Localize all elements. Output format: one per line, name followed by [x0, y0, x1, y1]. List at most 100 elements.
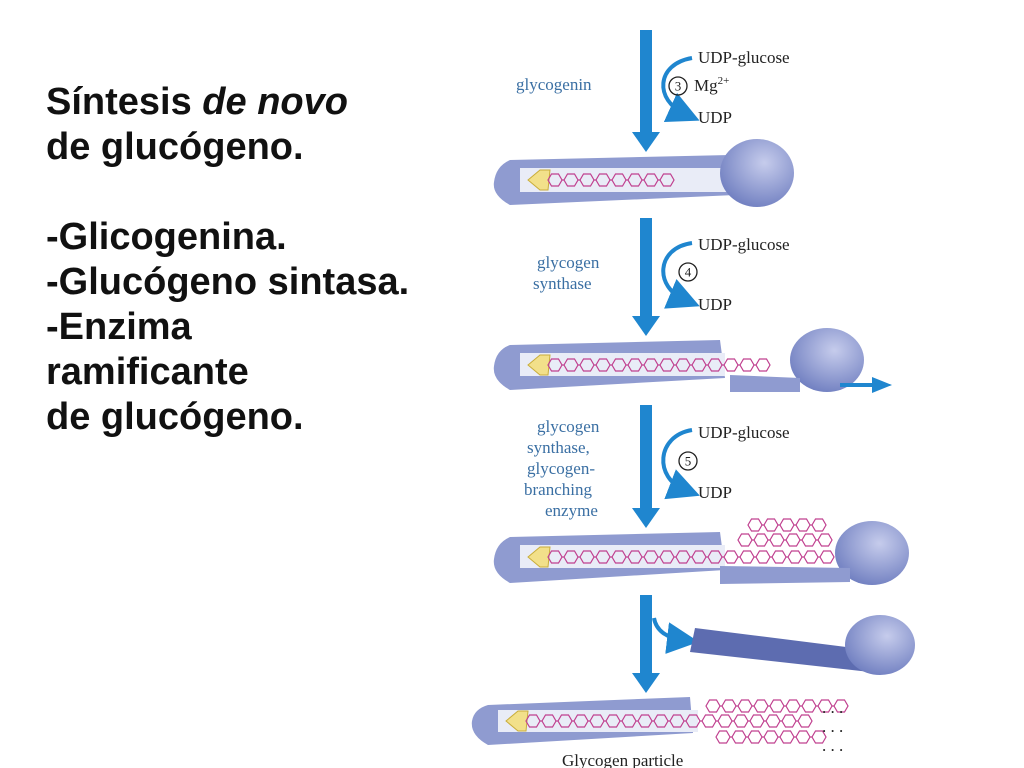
glucose-unit — [747, 730, 763, 744]
synthase-arm — [730, 375, 800, 392]
slide-title-line-2: de glucógeno. — [46, 126, 304, 168]
glucose-unit — [803, 550, 819, 564]
glucose-unit — [737, 699, 753, 713]
branch-chain — [747, 518, 827, 532]
product-label: UDP — [698, 483, 732, 502]
product-label: UDP — [698, 295, 732, 314]
glucose-unit — [811, 518, 827, 532]
list-item-enzyme: -Enzima — [46, 306, 192, 348]
glucose-unit — [721, 699, 737, 713]
title-text: Síntesis — [46, 81, 203, 123]
step-5: glycogen synthase, glycogen- branching e… — [493, 405, 909, 585]
glucose-unit — [801, 533, 817, 547]
glucose-chain — [547, 173, 675, 187]
cofactor-label: Mg2+ — [694, 75, 729, 95]
enzyme-label-line-5: enzyme — [545, 501, 598, 520]
glucose-unit — [763, 518, 779, 532]
step-4: glycogen synthase UDP-glucose 4 UDP — [493, 218, 892, 393]
glucose-unit — [797, 714, 813, 728]
main-arrow-shaft — [640, 30, 652, 135]
glucose-unit — [753, 533, 769, 547]
glycogen-synthase-globule — [790, 328, 864, 392]
glucose-unit — [811, 730, 827, 744]
glucose-unit — [779, 518, 795, 532]
glucose-unit — [781, 714, 797, 728]
synthase-arm — [720, 566, 850, 584]
step-3: glycogenin UDP-glucose 3 Mg2+ UDP — [493, 30, 794, 207]
tyrosine-primer — [527, 354, 551, 376]
glucose-unit — [723, 358, 739, 372]
tyrosine-primer — [527, 169, 551, 191]
enzyme-label-line-1: glycogen — [537, 253, 600, 272]
continuation-dots: . . . — [822, 736, 843, 755]
continuation-dots: . . . — [822, 717, 843, 736]
released-synthase-globule — [845, 615, 915, 675]
enzyme-label-line-3: glycogen- — [527, 459, 595, 478]
cofactor-text: Mg — [694, 76, 718, 95]
branch-chain — [737, 533, 833, 547]
glycogen-particle-label: Glycogen particle — [562, 751, 683, 768]
glycogen-synthase-globule — [835, 521, 909, 585]
glucose-unit — [755, 550, 771, 564]
glucose-unit — [771, 550, 787, 564]
glucose-unit — [723, 550, 739, 564]
glucose-unit — [779, 730, 795, 744]
enzyme-label-line-4: branching — [524, 480, 592, 499]
main-arrow-head — [632, 316, 660, 336]
side-reaction-arrow — [661, 56, 700, 122]
substrate-label: UDP-glucose — [698, 48, 790, 67]
glucose-unit — [817, 533, 833, 547]
glucose-chain — [525, 714, 813, 728]
glucose-unit — [749, 714, 765, 728]
glucose-unit — [765, 714, 781, 728]
glucose-unit — [785, 699, 801, 713]
side-reaction-arrow — [661, 241, 700, 309]
side-reaction-arrow — [661, 428, 700, 500]
step-number: 5 — [685, 454, 692, 469]
glucose-unit — [659, 173, 675, 187]
enzyme-label: glycogenin — [516, 75, 592, 94]
main-arrow-head — [632, 508, 660, 528]
glucose-unit — [701, 714, 717, 728]
glucose-unit — [717, 714, 733, 728]
step-number: 4 — [685, 265, 692, 280]
cofactor-superscript: 2+ — [718, 75, 730, 87]
step-dissociation: . . . . . . . . . Glycogen particle — [471, 595, 915, 768]
protein-globule — [720, 139, 794, 207]
glucose-unit — [733, 714, 749, 728]
tyrosine-primer — [505, 710, 529, 732]
tyrosine-primer — [527, 546, 551, 568]
product-label: UDP — [698, 108, 732, 127]
glucose-unit — [715, 730, 731, 744]
list-item-glycogenin: -Glicogenina. — [46, 216, 287, 258]
glucose-unit — [769, 699, 785, 713]
list-item-glycogen: de glucógeno. — [46, 396, 304, 438]
dissociation-arrow-head — [872, 377, 892, 393]
glucose-chain — [547, 358, 771, 372]
enzyme-label-line-1: glycogen — [537, 417, 600, 436]
glucose-unit — [795, 518, 811, 532]
glucose-unit — [801, 699, 817, 713]
glucose-unit — [833, 699, 849, 713]
glucose-unit — [739, 358, 755, 372]
main-arrow-shaft — [640, 595, 652, 675]
step-number: 3 — [675, 79, 682, 94]
glucose-unit — [769, 533, 785, 547]
glucose-unit — [795, 730, 811, 744]
continuation-dots: . . . — [822, 698, 843, 717]
list-item-branching: ramificante — [46, 351, 249, 393]
substrate-label: UDP-glucose — [698, 423, 790, 442]
protein-groove — [520, 353, 725, 376]
main-arrow-head — [632, 132, 660, 152]
glucose-unit — [747, 518, 763, 532]
step-number-circle — [678, 451, 698, 471]
glucose-unit — [785, 533, 801, 547]
step-number-circle — [678, 262, 698, 282]
list-item-glycogen-synthase: -Glucógeno sintasa. — [46, 261, 410, 303]
glucose-unit — [753, 699, 769, 713]
enzyme-label-line-2: synthase, — [527, 438, 590, 457]
glucose-unit — [731, 730, 747, 744]
glucose-unit — [819, 550, 835, 564]
protein-groove — [520, 545, 725, 568]
